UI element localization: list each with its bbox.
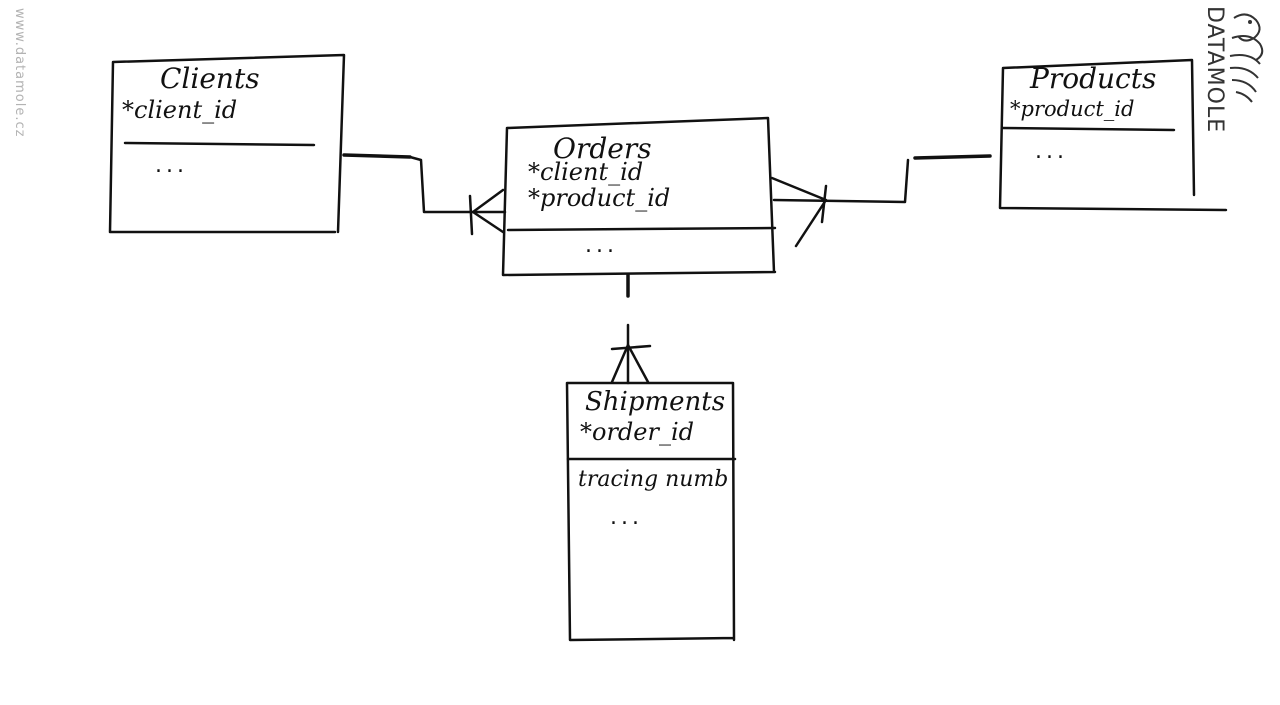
orders-crowfoot-right — [770, 176, 828, 248]
products-divider — [1001, 126, 1176, 132]
orders-title: Orders — [553, 132, 652, 165]
mole-icon — [1229, 13, 1264, 103]
relationship-orders-shipments — [610, 273, 652, 385]
entity-clients[interactable]: Clients *client_id ... — [108, 53, 346, 234]
clients-more: ... — [155, 153, 188, 178]
orders-crowfoot-left — [471, 188, 505, 234]
shipments-key: *order_id — [580, 418, 694, 446]
shipments-title: Shipments — [585, 387, 725, 417]
shipments-attr-tracing: tracing numb — [578, 467, 728, 492]
orders-box — [501, 116, 777, 277]
orders-cardinality-bar — [468, 194, 474, 236]
clients-box — [108, 53, 346, 234]
watermark-url: www.datamole.cz — [12, 8, 27, 138]
shipments-more: ... — [610, 505, 643, 530]
shipments-cardinality-bar — [610, 344, 652, 351]
products-more: ... — [1035, 139, 1068, 164]
shipments-box — [565, 381, 736, 642]
entity-orders[interactable]: Orders *client_id *product_id ... — [501, 116, 777, 277]
logo-text: DATAMOLE — [1202, 6, 1227, 134]
shipments-crowfoot — [610, 343, 650, 384]
products-key: *product_id — [1010, 97, 1134, 121]
relationship-clients-orders — [342, 153, 507, 236]
entity-products[interactable]: Products *product_id ... — [998, 58, 1228, 212]
relationship-orders-products — [770, 154, 992, 248]
orders-divider — [506, 226, 777, 232]
clients-one-end — [342, 153, 412, 159]
clients-orders-line — [408, 155, 507, 214]
orders-products-line — [772, 158, 910, 204]
clients-title: Clients — [160, 62, 260, 95]
orders-key-product: *product_id — [528, 184, 670, 212]
clients-divider — [123, 141, 316, 147]
products-title: Products — [1029, 62, 1156, 95]
datamole-logo: DATAMOLE — [1200, 6, 1270, 134]
products-one-end — [913, 154, 992, 160]
entity-shipments[interactable]: Shipments *order_id tracing numb ... — [565, 381, 737, 642]
orders-key-client: *client_id — [528, 158, 643, 186]
clients-key: *client_id — [122, 96, 237, 124]
products-box — [998, 58, 1228, 212]
orders-more: ... — [585, 233, 618, 258]
